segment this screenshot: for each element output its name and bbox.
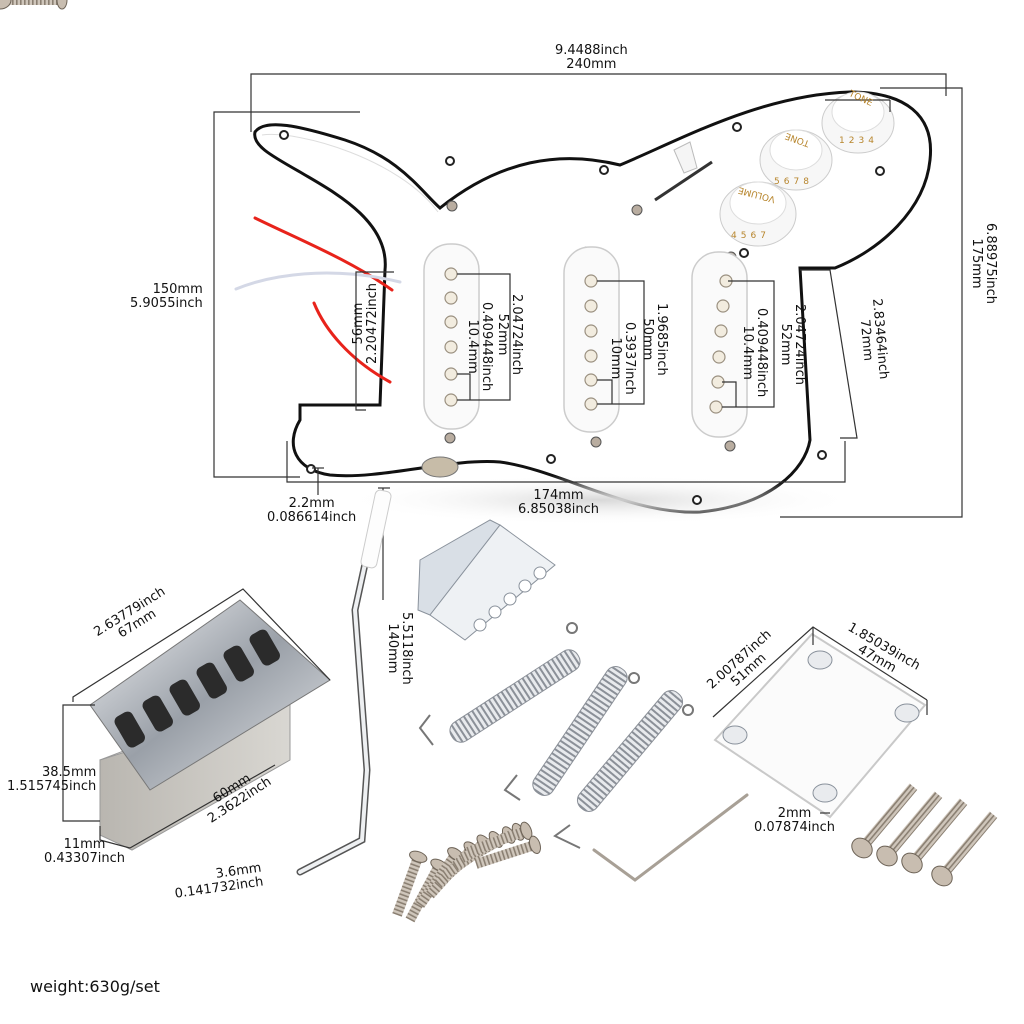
- knob-numbers-volume: 4567: [731, 231, 770, 241]
- pickup-wires: [234, 216, 402, 384]
- pickup-selector-switch: [654, 141, 713, 202]
- pickup-middle: [563, 246, 620, 433]
- tremolo-springs: [418, 622, 694, 849]
- weight-label: weight:630g/set: [30, 977, 160, 996]
- pickguard-screws-pile: [0, 0, 544, 925]
- knob-numbers-tone-top: 1234: [839, 136, 878, 146]
- pickup-bridge: [691, 251, 748, 438]
- neckplate-screws-pile: [0, 0, 1003, 891]
- pickguard-screw-holes: [279, 122, 885, 505]
- bridge-dimension-lines: [62, 588, 331, 849]
- output-jack: [421, 456, 459, 478]
- knob-tone-middle: [759, 129, 833, 191]
- knob-numbers-tone-middle: 5678: [774, 177, 813, 187]
- tremolo-arm: [296, 489, 392, 876]
- pickup-neck: [423, 243, 480, 430]
- neck-plate: [713, 632, 927, 819]
- neckplate-dimension-lines: [712, 626, 928, 814]
- allen-key: [592, 793, 749, 882]
- knob-tone-top: [821, 91, 895, 154]
- tremolo-bridge: [89, 599, 331, 851]
- dimension-lines: [213, 73, 963, 600]
- knob-volume: [719, 181, 797, 247]
- spring-claw: [417, 519, 556, 641]
